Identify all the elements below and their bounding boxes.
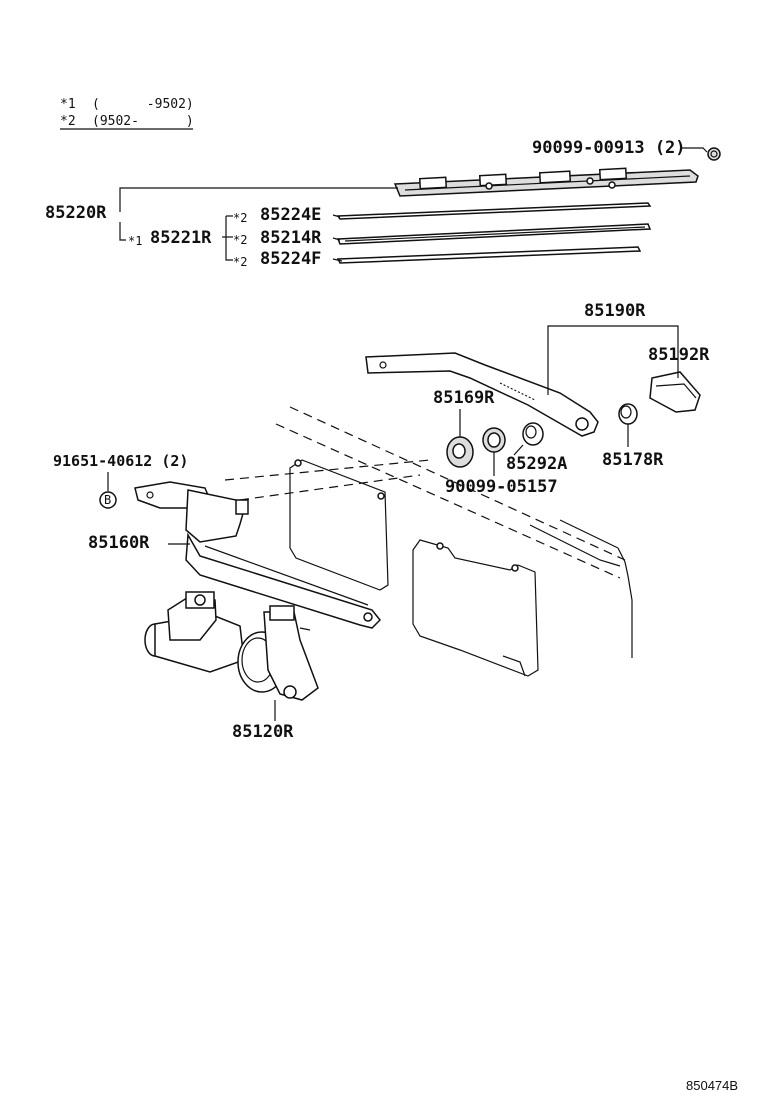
link-labels: 91651-40612 (2) 85160R	[53, 452, 190, 553]
link-drawing: B	[99, 481, 382, 629]
bolt-symbol-drawing	[99, 491, 117, 509]
label-cap: 85178R	[602, 450, 664, 470]
back-door-panel	[224, 406, 633, 677]
legend-row2-range: (9502- )	[92, 114, 194, 129]
star2-mark-e: *2	[233, 211, 247, 225]
motor-drawing	[144, 591, 319, 701]
label-washer: 90099-05157	[445, 477, 558, 497]
label-motor: 85120R	[232, 722, 294, 742]
legend-row1-range: ( -9502)	[92, 97, 194, 112]
rubber-e-drawing	[336, 202, 652, 220]
blade-labels: 90099-00913 (2) 85220R *1 85221R *2 8522…	[45, 138, 708, 269]
rubber-f-drawing	[336, 246, 642, 264]
label-grommet: 85169R	[433, 388, 495, 408]
label-rubber-f: 85224F	[260, 249, 321, 269]
nut-drawing	[522, 422, 544, 446]
bolt-symbol-letter: B	[104, 493, 111, 507]
label-nut-a: 85292A	[506, 454, 567, 474]
star2-mark-r: *2	[233, 233, 247, 247]
panel-cutout-left	[289, 459, 389, 591]
screw-drawing	[707, 147, 721, 161]
wiper-arm-drawing	[365, 352, 701, 468]
label-arm-cover: 85192R	[648, 345, 710, 365]
label-rubber-r: 85214R	[260, 228, 322, 248]
label-rubber-e: 85224E	[260, 205, 321, 225]
arm-cover-drawing	[649, 371, 701, 413]
legend-row2-mark: *2	[60, 114, 76, 129]
arm-body	[365, 352, 599, 437]
applicability-legend: *1 ( -9502) *2 (9502- )	[60, 97, 194, 130]
label-bolt: 91651-40612 (2)	[53, 452, 188, 470]
wiper-blade-drawing	[336, 147, 721, 264]
panel-cutout-right	[412, 539, 539, 677]
diagram-code: 850474B	[686, 1078, 738, 1093]
label-blade-sub: 85221R	[150, 228, 212, 248]
label-link: 85160R	[88, 533, 150, 553]
star1-mark-blade: *1	[128, 234, 142, 248]
arm-labels: 85190R 85192R 85169R 85292A 85178R 90099…	[433, 301, 710, 497]
label-blade-assy: 85220R	[45, 203, 107, 223]
star2-mark-f: *2	[233, 255, 247, 269]
legend-row1-mark: *1	[60, 97, 76, 112]
label-screw-top: 90099-00913 (2)	[532, 138, 686, 158]
label-arm-assy: 85190R	[584, 301, 646, 321]
link-rod	[185, 532, 382, 629]
